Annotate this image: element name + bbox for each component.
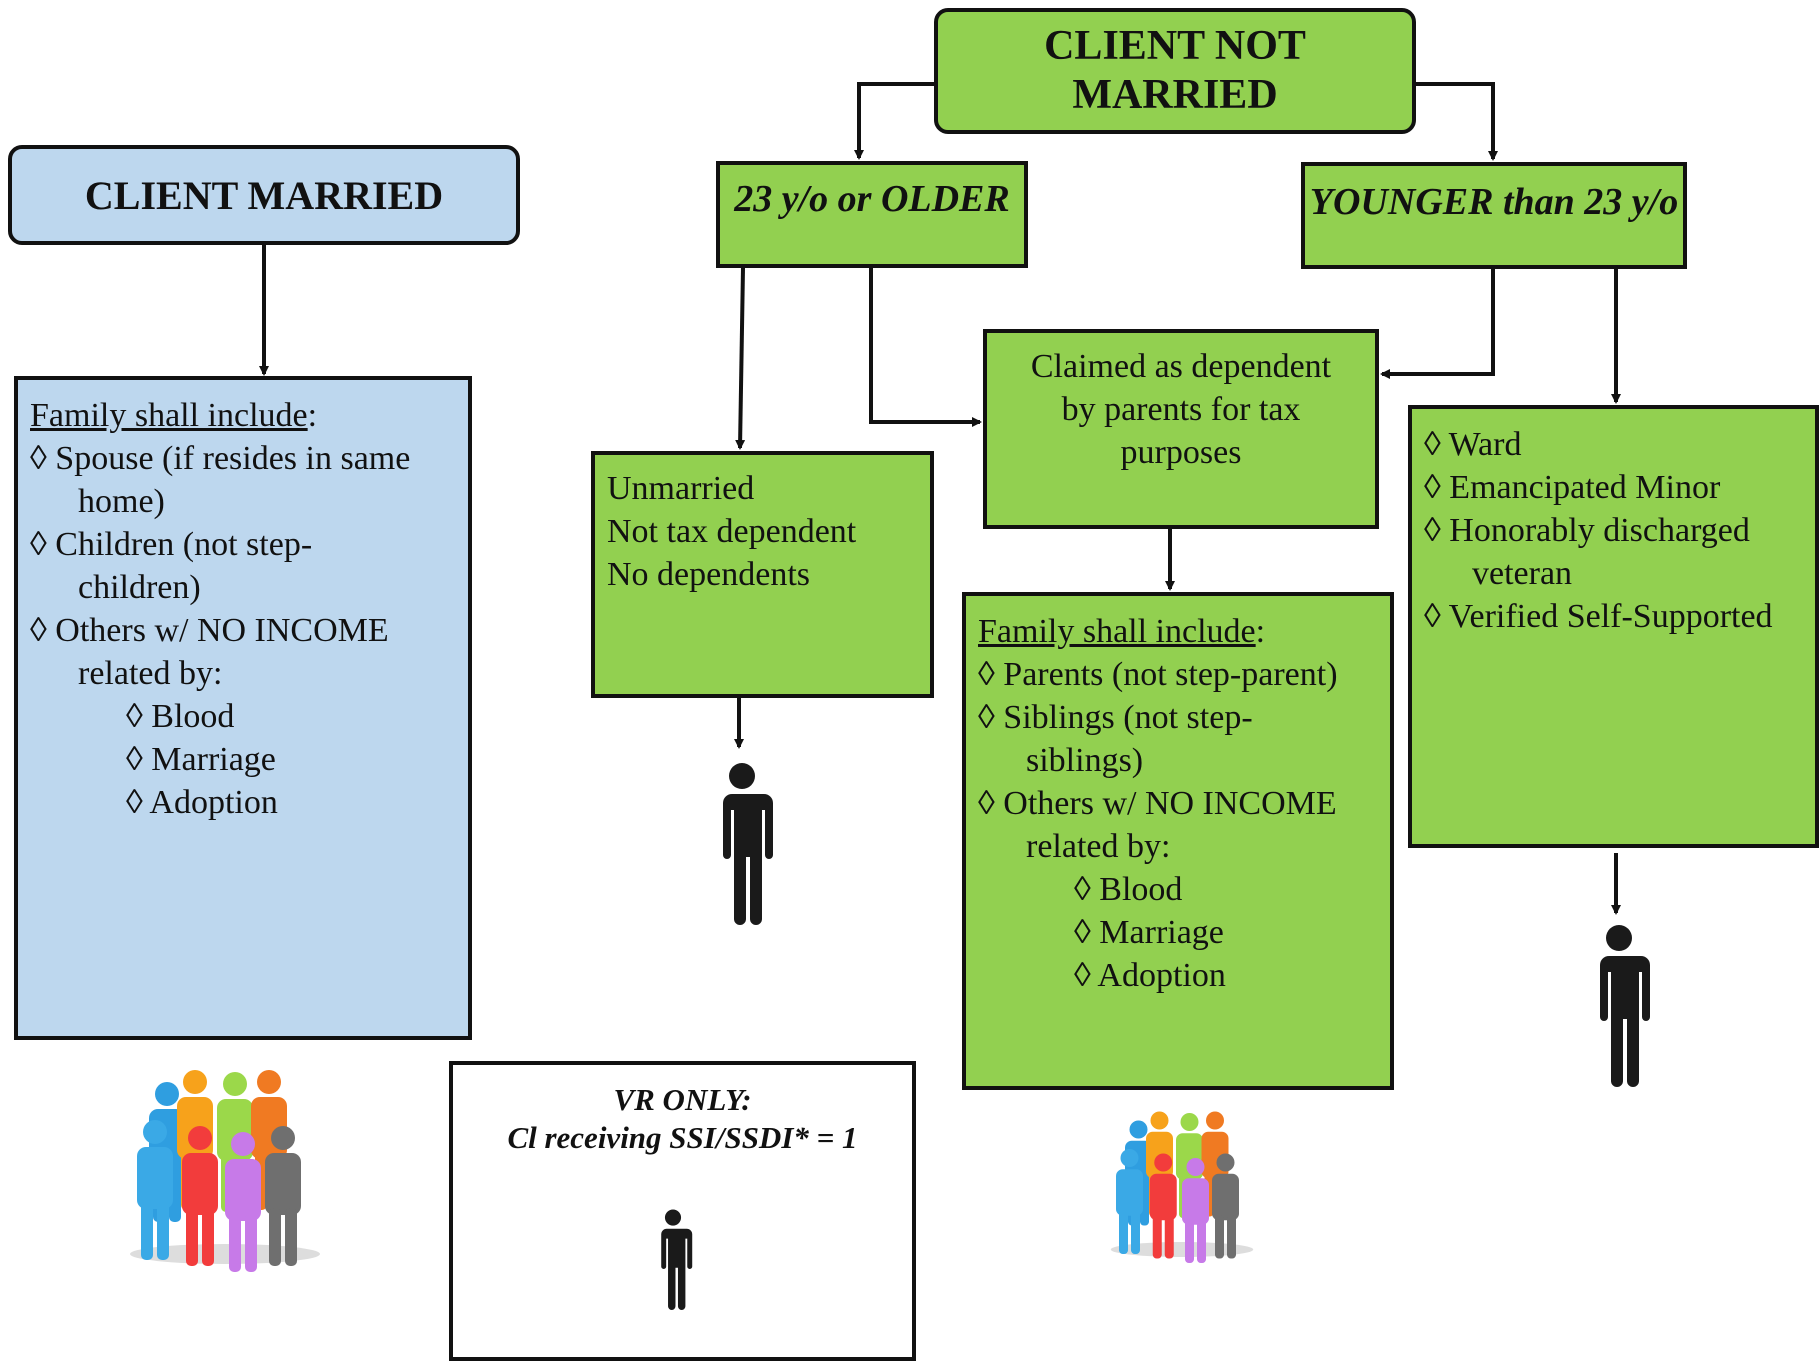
married-family-heading: Family shall include:	[30, 397, 318, 434]
married-item-marriage: ◊ Marriage	[126, 741, 276, 778]
arrow-older-to-dependent	[869, 268, 982, 427]
unmarried-line-2: Not tax dependent	[607, 513, 857, 550]
younger-title: YOUNGER than 23 y/o	[1309, 181, 1679, 223]
younger-box: YOUNGER than 23 y/o	[1301, 162, 1687, 269]
married-item-children: ◊ Children (not step-	[30, 526, 313, 563]
younger-item-ward: ◊ Ward	[1424, 426, 1522, 463]
married-item-spouse: ◊ Spouse (if resides in same	[30, 440, 411, 477]
dependent-box: Claimed as dependent by parents for tax …	[983, 329, 1379, 529]
arrow-not-married-to-older	[854, 82, 934, 160]
client-married-box: CLIENT MARRIED	[8, 145, 520, 245]
younger-item-emancipated: ◊ Emancipated Minor	[1424, 469, 1721, 506]
dependent-item-adoption: ◊ Adoption	[1074, 957, 1226, 994]
dependent-item-marriage: ◊ Marriage	[1074, 914, 1224, 951]
dependent-item-siblings-cont: siblings)	[1026, 742, 1144, 779]
older-box: 23 y/o or OLDER	[716, 161, 1028, 268]
unmarried-line-1: Unmarried	[607, 470, 755, 507]
arrow-older-to-unmarried	[735, 267, 746, 450]
younger-item-veteran: ◊ Honorably discharged	[1424, 512, 1750, 549]
married-item-others-cont: related by:	[78, 655, 223, 692]
older-title: 23 y/o or OLDER	[734, 178, 1010, 220]
married-item-children-cont: children)	[78, 569, 201, 606]
arrow-not-married-to-younger	[1416, 82, 1498, 161]
dependent-item-parents: ◊ Parents (not step-parent)	[978, 656, 1338, 693]
younger-item-self-supported: ◊ Verified Self-Supported	[1424, 598, 1773, 635]
married-item-blood: ◊ Blood	[126, 698, 235, 735]
married-item-adoption: ◊ Adoption	[126, 784, 278, 821]
married-item-others: ◊ Others w/ NO INCOME	[30, 612, 389, 649]
married-item-spouse-cont: home)	[78, 483, 165, 520]
dependent-item-others: ◊ Others w/ NO INCOME	[978, 785, 1337, 822]
dependent-item-blood: ◊ Blood	[1074, 871, 1183, 908]
dependent-family-box: Family shall include: ◊ Parents (not ste…	[962, 592, 1394, 1090]
group-of-people-icon-married	[130, 1070, 320, 1272]
client-not-married-box: CLIENT NOT MARRIED	[934, 8, 1416, 134]
client-married-title: CLIENT MARRIED	[84, 172, 444, 218]
dependent-family-heading: Family shall include:	[978, 613, 1266, 650]
vr-only-line-2: Cl receiving SSI/SSDI* = 1	[507, 1120, 858, 1155]
dependent-line-3: purposes	[1120, 434, 1242, 471]
dependent-item-others-cont: related by:	[1026, 828, 1171, 865]
dependent-item-siblings: ◊ Siblings (not step-	[978, 699, 1253, 736]
younger-item-veteran-cont: veteran	[1472, 555, 1573, 592]
group-of-people-icon-dependent	[1111, 1112, 1254, 1264]
younger-list-box: ◊ Ward ◊ Emancipated Minor ◊ Honorably d…	[1408, 405, 1819, 848]
unmarried-box: Unmarried Not tax dependent No dependent…	[591, 451, 934, 698]
client-not-married-title-2: MARRIED	[1072, 72, 1278, 118]
unmarried-line-3: No dependents	[607, 556, 811, 593]
dependent-line-2: by parents for tax	[1061, 391, 1301, 428]
arrow-younger-to-dependent	[1380, 269, 1495, 379]
client-not-married-title-1: CLIENT NOT	[1044, 23, 1306, 69]
dependent-line-1: Claimed as dependent	[1030, 348, 1332, 385]
vr-only-line-1: VR ONLY:	[613, 1082, 752, 1117]
married-family-box: Family shall include: ◊ Spouse (if resid…	[14, 376, 472, 1040]
